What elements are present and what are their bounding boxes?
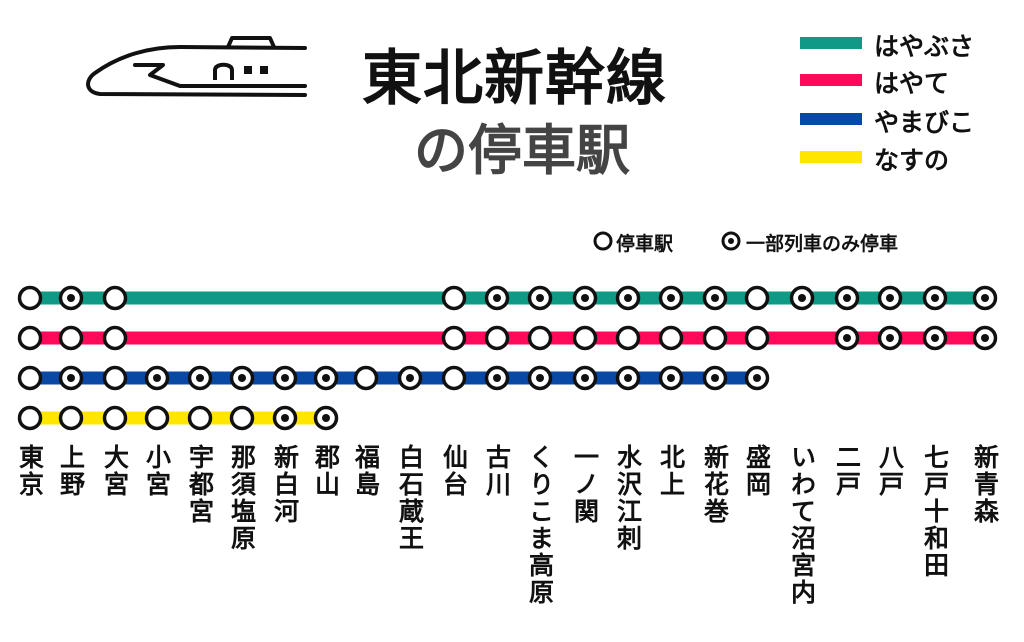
station-label: 二戸 — [832, 444, 862, 498]
partial-stop-dot — [711, 374, 719, 382]
stop-marker — [102, 365, 128, 391]
stop-marker — [102, 405, 128, 431]
partial-stop-dot — [67, 374, 75, 382]
partial-stop-dot — [493, 374, 501, 382]
station-label: 盛岡 — [742, 444, 772, 498]
partial-stop-dot — [581, 294, 589, 302]
legend-label-hayabusa: はやぶさ — [874, 32, 975, 61]
partial-stop-dot — [981, 334, 989, 342]
stop-legend-some: 一部列車のみ停車 — [746, 233, 899, 255]
page-title: 東北新幹線 — [362, 44, 667, 114]
partial-stop-dot — [843, 334, 851, 342]
partial-stop-dot — [67, 294, 75, 302]
station-label: 大宮 — [100, 444, 130, 498]
station-label: 東京 — [15, 444, 45, 498]
partial-stop-dot — [322, 414, 330, 422]
stop-marker — [17, 365, 43, 391]
partial-stop-dot — [931, 334, 939, 342]
station-label: 新青森 — [970, 444, 1000, 525]
station-label: 新花巻 — [700, 444, 730, 525]
stop-marker — [441, 285, 467, 311]
stop-marker — [229, 405, 255, 431]
stop-marker — [353, 365, 379, 391]
legend-swatch-yamabiko — [800, 113, 862, 125]
stop-marker — [102, 325, 128, 351]
stop-marker — [58, 405, 84, 431]
partial-stop-dot — [581, 374, 589, 382]
partial-stop-dot — [624, 374, 632, 382]
legend-swatch-hayate — [800, 74, 862, 86]
stop-marker — [102, 285, 128, 311]
partial-stop-dot — [196, 374, 204, 382]
partial-stop-dot — [753, 374, 761, 382]
stop-marker — [744, 325, 770, 351]
stop-all-icon — [593, 231, 613, 251]
stop-marker — [144, 405, 170, 431]
station-label: 宇都宮 — [185, 444, 215, 525]
stop-marker — [615, 325, 641, 351]
stop-marker — [572, 325, 598, 351]
station-label: くりこま高原 — [525, 444, 555, 606]
stop-marker — [187, 405, 213, 431]
shinkansen-train-icon — [86, 36, 307, 97]
stop-marker — [441, 325, 467, 351]
stop-marker — [484, 325, 510, 351]
partial-stop-dot — [153, 374, 161, 382]
stop-marker — [17, 325, 43, 351]
partial-stop-dot — [886, 294, 894, 302]
partial-stop-dot — [798, 294, 806, 302]
station-label: 福島 — [351, 444, 381, 498]
partial-stop-dot — [886, 334, 894, 342]
stop-marker — [17, 405, 43, 431]
station-label: いわて沼宮内 — [787, 444, 817, 606]
station-label: 小宮 — [142, 444, 172, 498]
station-label: 古川 — [482, 444, 512, 498]
stop-legend-all: 停車駅 — [616, 233, 674, 255]
legend-label-nasuno: なすの — [874, 146, 950, 175]
page-subtitle: の停車駅 — [414, 119, 630, 182]
partial-stop-dot — [981, 294, 989, 302]
legend-label-hayate: はやて — [874, 69, 950, 98]
partial-stop-dot — [624, 294, 632, 302]
partial-stop-dot — [493, 294, 501, 302]
station-label: 八戸 — [875, 444, 905, 498]
station-label: 那須塩原 — [227, 444, 257, 552]
legend-swatch-nasuno — [800, 151, 862, 163]
station-label: 仙台 — [439, 444, 469, 498]
partial-stop-dot — [281, 374, 289, 382]
partial-stop-dot — [536, 374, 544, 382]
station-label: 新白河 — [270, 444, 300, 525]
legend-swatch-hayabusa — [800, 37, 862, 49]
station-label: 一ノ関 — [570, 444, 600, 525]
partial-stop-dot — [536, 294, 544, 302]
station-label: 上野 — [56, 444, 86, 498]
partial-stop-dot — [843, 294, 851, 302]
stop-marker — [441, 365, 467, 391]
station-label: 白石蔵王 — [395, 444, 425, 552]
partial-stop-dot — [406, 374, 414, 382]
station-label: 郡山 — [311, 444, 341, 498]
stop-marker — [744, 285, 770, 311]
stop-marker — [658, 325, 684, 351]
partial-stop-dot — [711, 294, 719, 302]
partial-stop-dot — [667, 374, 675, 382]
stop-marker — [527, 325, 553, 351]
partial-stop-dot — [931, 294, 939, 302]
station-label: 水沢江刺 — [613, 444, 643, 552]
partial-stop-dot — [667, 294, 675, 302]
stop-marker — [17, 285, 43, 311]
stop-marker — [702, 325, 728, 351]
partial-stop-dot — [322, 374, 330, 382]
station-label: 七戸十和田 — [920, 444, 950, 579]
stop-marker — [58, 325, 84, 351]
station-label: 北上 — [656, 444, 686, 498]
partial-stop-dot — [238, 374, 246, 382]
partial-stop-dot — [281, 414, 289, 422]
legend-label-yamabiko: やまびこ — [874, 108, 975, 137]
